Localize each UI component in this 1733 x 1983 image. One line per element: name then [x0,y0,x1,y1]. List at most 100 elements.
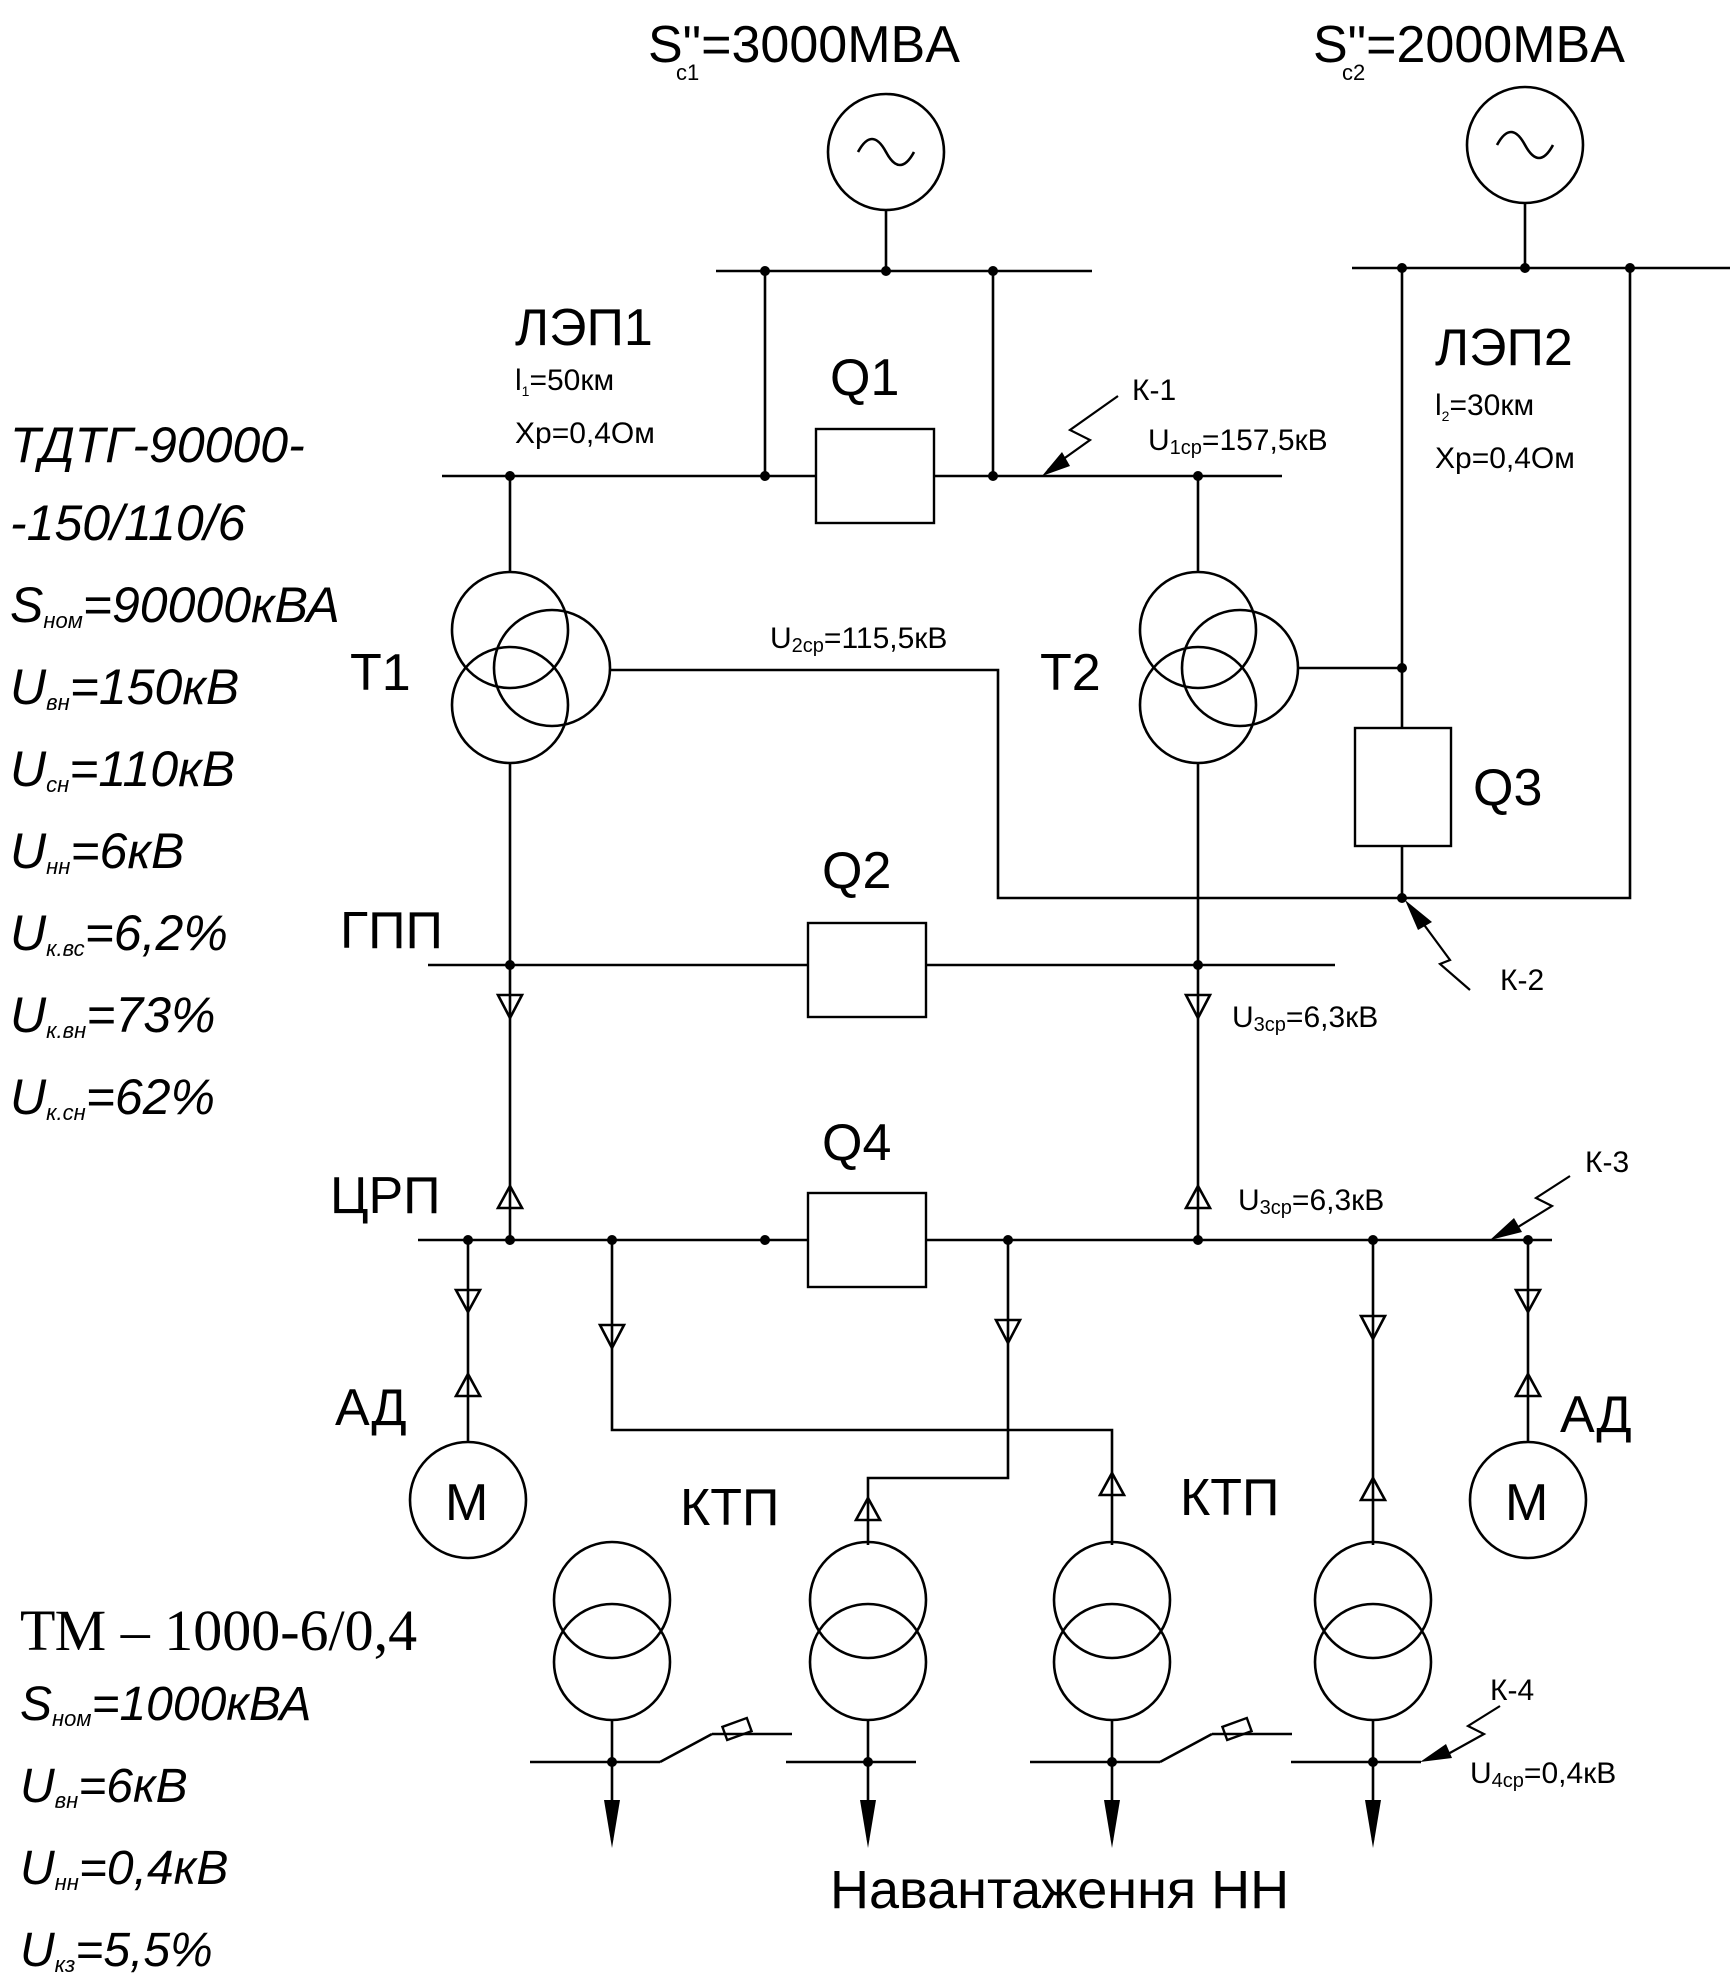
source-2-subscript: c2 [1342,60,1365,85]
cable-down-icon [1358,1314,1388,1342]
section-switch-icon [1159,1732,1213,1764]
cable-down-icon [453,1288,483,1315]
spec-tm-row: Uвн=6кВ [20,1760,188,1813]
transformer-t2-winding-mv-icon [1180,608,1300,728]
breaker-q1-label: Q1 [830,349,899,407]
fault-k2-label: К-2 [1500,964,1544,997]
spec-tdtg-row: Uк.сн=62% [10,1069,215,1125]
spec-tdtg-row: Uсн=110кВ [10,741,235,797]
cable-up-icon [1183,1183,1213,1210]
fault-k4: К-4 U4ср=0,4кВ [1420,1674,1616,1792]
breaker-q3 [1353,726,1453,848]
motor-right: M АД [1468,1240,1632,1560]
fault-k4-label: К-4 [1490,1674,1534,1707]
spec-tm-row: Uнн=0,4кВ [20,1842,228,1895]
load-label: Навантаження НН [830,1860,1289,1920]
cable-up-icon [453,1371,483,1398]
fault-k2-arrow-icon [1405,900,1432,930]
line-1-length: l1=50км [515,364,614,399]
cable-up-icon [495,1183,525,1210]
ktp-feeders: КТП КТП [597,1240,1388,1545]
gpp-bus: ГПП Q2 U3ср=6,3кВ [340,842,1378,1036]
breaker-q2-label: Q2 [822,842,891,900]
load-arrow-icon [860,1800,876,1848]
transformer-t2: T2 [1040,476,1300,965]
line-1-reactance: Xр=0,4Ом [515,417,655,450]
voltage-u3a-label: U3ср=6,3кВ [1232,1001,1378,1036]
spec-tm-model: ТМ – 1000-6/0,4 [20,1598,417,1663]
ktp-winding-hv-icon [552,1540,672,1660]
spec-tdtg-row: Uк.вн=73% [10,987,215,1043]
transformer-t1-winding-lv-icon [450,645,570,765]
transformer-t1: T1 [350,476,612,965]
line-2-reactance: Xр=0,4Ом [1435,442,1575,475]
line-2-name: ЛЭП2 [1435,319,1573,377]
ktp-transformers [530,1540,1433,1848]
motor-left: M АД [335,1240,528,1560]
transformer-t1-winding-hv-icon [450,570,570,690]
motor-right-icon [1468,1440,1588,1560]
ktp-winding-hv-icon [1313,1540,1433,1660]
mv-line: U2ср=115,5кВ [610,622,1402,900]
fault-k2: К-2 [1405,900,1544,997]
line-1-name: ЛЭП1 [515,299,653,357]
source-2: S"=2000MBA c2 [1313,16,1730,273]
fault-k3-bolt-icon [1509,1175,1571,1233]
voltage-u4-label: U4ср=0,4кВ [1470,1757,1616,1792]
cable-down-icon [597,1323,627,1351]
spec-tdtg-row: Sном=90000кВА [10,577,340,633]
ktp-transformer-2 [786,1540,928,1848]
breaker-q3-label: Q3 [1473,759,1542,817]
spec-tdtg-row: Uвн=150кВ [10,659,239,715]
line-1-labels: ЛЭП1 l1=50км Xр=0,4Ом [515,299,655,450]
line-2-length: l2=30км [1435,389,1534,424]
source-1: S"=3000MBA c1 [648,16,1092,276]
motor-right-symbol: M [1505,1474,1548,1532]
cable-up-icon [1513,1371,1543,1398]
spec-tdtg-model-1: ТДТГ-90000- [10,417,305,473]
cable-up-icon [853,1495,883,1522]
cable-down-icon [1183,993,1213,1021]
spec-tm-row: Sном=1000кВА [20,1678,311,1731]
motor-left-symbol: M [445,1474,488,1532]
transformer-t2-winding-lv-icon [1138,645,1258,765]
voltage-u2-label: U2ср=115,5кВ [770,622,947,657]
transformer-t2-label: T2 [1040,644,1101,702]
transformer-t1-winding-mv-icon [492,608,612,728]
generator-2-sine-icon [1495,130,1555,160]
line-2-section: Q3 [1353,268,1632,903]
cable-up-icon [1097,1470,1127,1497]
bus-crp-label: ЦРП [330,1167,441,1225]
line-2-labels: ЛЭП2 l2=30км Xр=0,4Ом [1435,319,1575,475]
fault-k1-bolt-icon [1047,395,1119,471]
spec-tdtg: ТДТГ-90000- -150/110/6 Sном=90000кВАUвн=… [10,417,340,1125]
ktp-transformer-4 [1291,1540,1433,1848]
transformer-t2-winding-hv-icon [1138,570,1258,690]
ktp-winding-hv-icon [1052,1540,1172,1660]
fault-k2-bolt-icon [1421,921,1471,991]
ktp-left-label: КТП [680,1479,779,1537]
ktp-transformer-3 [1030,1540,1292,1848]
fault-k1-arrow-icon [1042,452,1070,476]
breaker-q4 [806,1191,928,1289]
motor-left-icon [408,1440,528,1560]
source-2-main-label: S"=2000MBA [1313,16,1625,74]
fault-k4-bolt-icon [1447,1705,1501,1755]
fault-k3-arrow-icon [1490,1218,1522,1240]
ktp-winding-lv-icon [1313,1602,1433,1722]
fault-k4-arrow-icon [1420,1744,1452,1762]
breaker-q4-label: Q4 [822,1114,891,1172]
voltage-u1-label: U1ср=157,5кВ [1148,424,1328,459]
ktp-transformer-1 [530,1540,792,1848]
fault-k3: К-3 [1490,1146,1629,1240]
spec-tdtg-row: Uк.вс=6,2% [10,905,228,961]
spec-tm: ТМ – 1000-6/0,4 Sном=1000кВА Uвн=6кВ Uнн=0… [20,1598,417,1977]
section-switch-icon [659,1732,713,1764]
voltage-u3b-label: U3ср=6,3кВ [1238,1184,1384,1219]
fault-k1: К-1 U1ср=157,5кВ [1042,374,1328,476]
gpp-crp-feeders [495,965,1213,1240]
generator-1-sine-icon [856,137,916,167]
ktp-winding-lv-icon [552,1602,672,1722]
fault-k1-label: К-1 [1132,374,1176,407]
